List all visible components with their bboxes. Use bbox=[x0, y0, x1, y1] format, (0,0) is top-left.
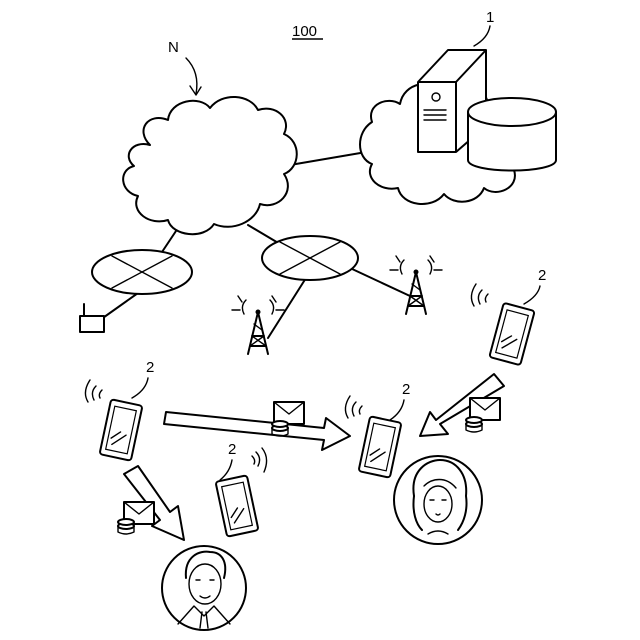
terminal-label-bottom: 2 bbox=[228, 441, 236, 458]
link-network-router-center bbox=[248, 225, 280, 244]
terminal-center: 2 bbox=[345, 381, 410, 478]
user-woman bbox=[394, 456, 482, 544]
terminal-right-top: 2 bbox=[471, 267, 546, 365]
terminal-bottom: 2 bbox=[216, 441, 267, 537]
router-center bbox=[262, 236, 358, 280]
network-cloud bbox=[123, 97, 297, 234]
database-cylinder bbox=[468, 98, 556, 171]
router-left bbox=[92, 250, 192, 294]
link-router-left-ap bbox=[100, 293, 138, 320]
terminal-label-left: 2 bbox=[146, 359, 154, 376]
user-man bbox=[162, 546, 246, 630]
terminal-label-center: 2 bbox=[402, 381, 410, 398]
link-network-router-left bbox=[162, 228, 178, 252]
wireless-access-point bbox=[80, 304, 104, 332]
wireless-signal-icon bbox=[471, 284, 488, 306]
wireless-signal-icon bbox=[345, 396, 362, 418]
coin-stack-icon bbox=[118, 519, 134, 534]
coin-stack-icon bbox=[466, 417, 482, 432]
network-label: N bbox=[168, 39, 179, 56]
server-label: 1 bbox=[486, 9, 494, 26]
figure-number: 100 bbox=[292, 23, 317, 40]
wireless-signal-icon bbox=[85, 380, 102, 402]
terminal-label-right-top: 2 bbox=[538, 267, 546, 284]
base-station-right bbox=[390, 256, 442, 314]
server-label-leader bbox=[474, 26, 490, 46]
wireless-signal-icon bbox=[252, 448, 267, 472]
network-pointer-arrow bbox=[186, 58, 201, 95]
terminal-left: 2 bbox=[85, 359, 154, 461]
transfer-arrow-horizontal bbox=[164, 412, 350, 450]
